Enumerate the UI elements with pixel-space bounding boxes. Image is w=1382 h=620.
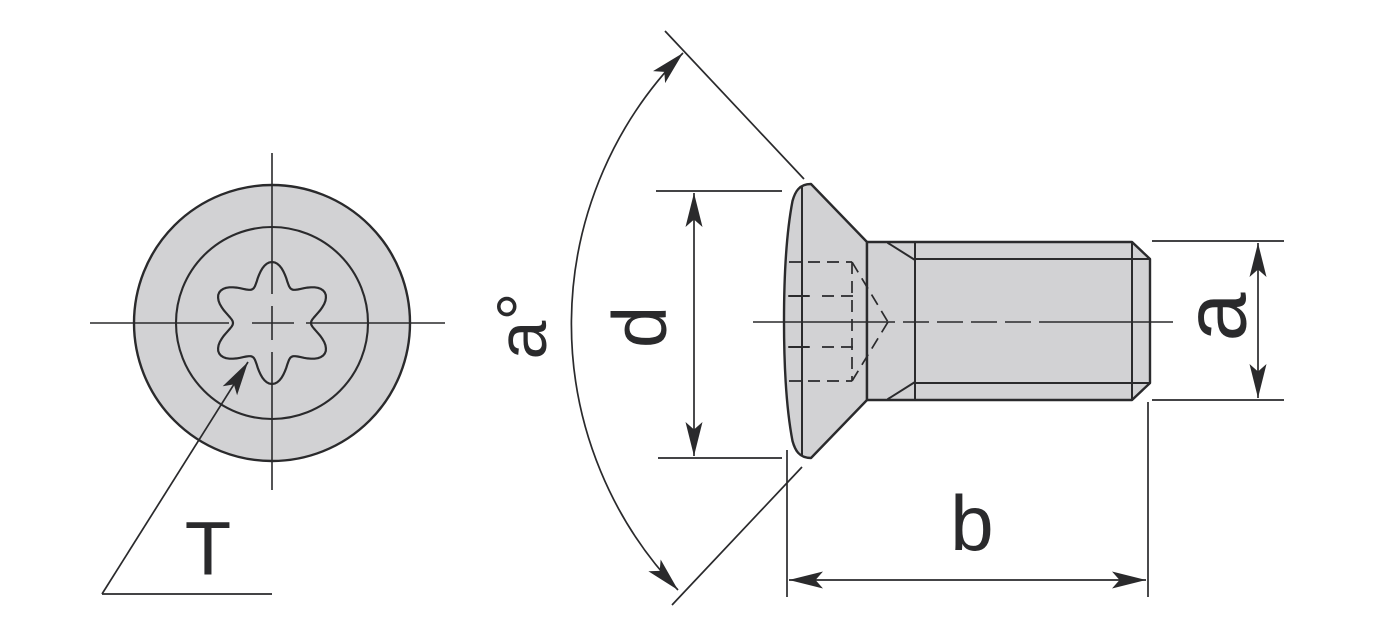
head-diameter-label: d [598,306,683,348]
shank-diameter-label: a [1166,292,1265,341]
screw-shank-silhouette [865,240,1152,402]
neck-transition-top-edge [887,242,916,261]
torx-drive-label: T [185,507,231,592]
torx-recess-outline [217,260,327,386]
shank-length-dimension: b [786,402,1149,597]
angle-dimension-arc [570,52,684,591]
head-diameter-dimension: d [598,190,782,459]
recess-taper-bottom-hidden-line [851,321,889,382]
cone-extension-line-bottom [671,466,803,606]
neck-transition-bottom-edge [887,381,916,400]
shank-diameter-dimension: a [1152,240,1284,401]
angle-dimension: a° [483,30,805,606]
torx-leader-line [101,361,249,595]
countersink-angle-label: a° [483,293,561,360]
shank-length-label: b [950,479,993,567]
torx-leader: T [101,361,272,595]
side-view-screw [753,182,1173,460]
front-view-centerlines [90,153,445,490]
side-view-visible-edges [788,186,1151,456]
cone-extension-line-top [664,30,805,180]
screw-head-silhouette [782,182,869,460]
front-view-torx-head: T [90,153,445,595]
recess-taper-top-hidden-line [851,261,889,323]
